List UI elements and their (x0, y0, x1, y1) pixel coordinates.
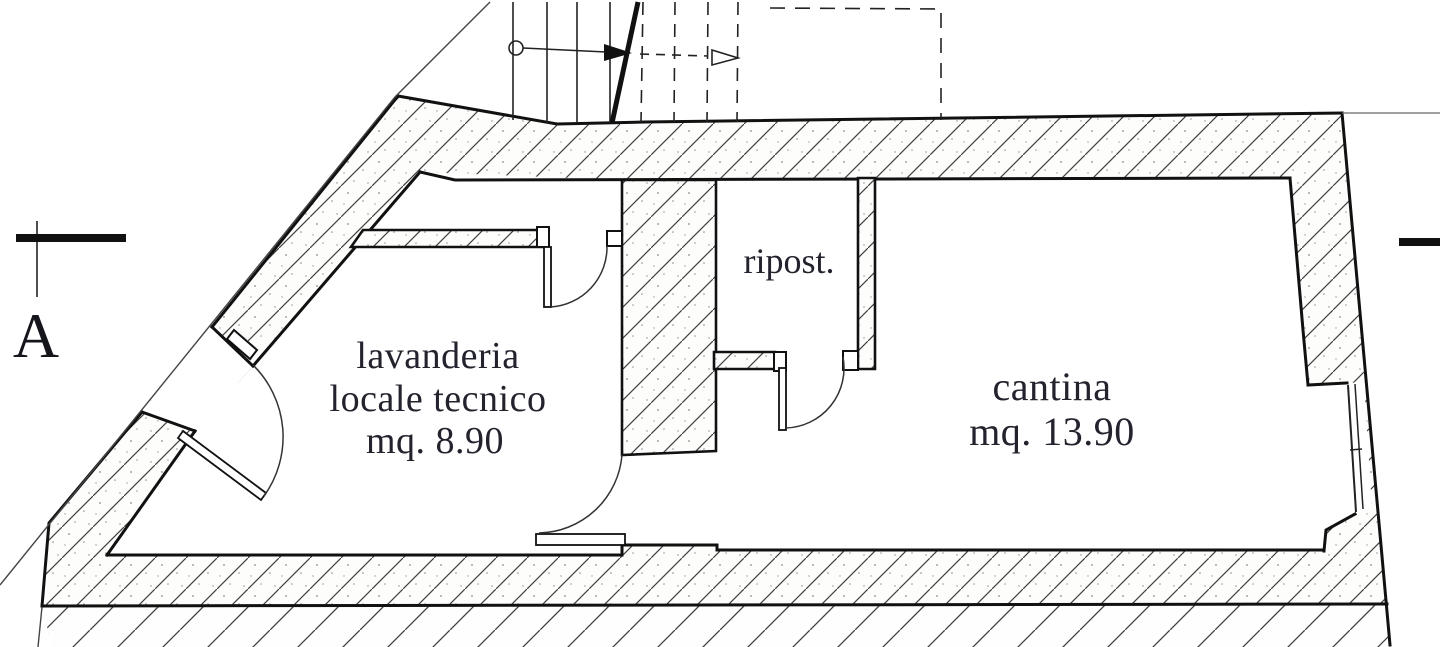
arrow-head-filled (604, 44, 632, 61)
window-pane-line (1347, 384, 1357, 513)
door-swing-arc (252, 364, 284, 497)
label-lavanderia-name: lavanderia (356, 335, 519, 377)
window-right-wall (1347, 383, 1364, 513)
door-leaf (778, 367, 787, 431)
door-tunnel-gap (619, 452, 718, 545)
door-ripostiglio (778, 356, 845, 431)
frame-diagonal-door (225, 328, 259, 361)
door-leaf (543, 246, 552, 308)
door-gap-diagonal-wall (142, 327, 253, 431)
room-ripostiglio-floor (716, 180, 858, 369)
label-ripostiglio-name: ripost. (743, 241, 834, 281)
wall-ripost-right (856, 176, 877, 371)
window-pane-line (1354, 383, 1364, 510)
stair-direction-arrow (508, 40, 741, 67)
door-lavanderia-top (543, 245, 608, 308)
inner-north-edge (418, 170, 1292, 182)
section-tick-bar (16, 234, 126, 242)
door-swing-arc (550, 245, 608, 308)
window-niche-bottom (1322, 511, 1358, 553)
stair-treads-solid (512, 2, 611, 123)
inner-left-diagonal-lower (104, 428, 198, 558)
wall-outlines (40, 93, 1392, 647)
wall-lavanderia-top (348, 228, 545, 249)
floor-line (105, 543, 1326, 557)
outer-bottom-edge (40, 602, 1389, 608)
label-cantina-area: mq. 13.90 (969, 409, 1135, 454)
door-swing-arc (538, 454, 623, 534)
window-mid-tick (1349, 448, 1363, 451)
ground-band (42, 604, 1390, 647)
section-marker-right (1399, 238, 1440, 246)
outer-left-diagonal-upper (209, 93, 401, 330)
inner-left-diagonal-upper (250, 169, 423, 369)
door-diagonal-entrance (176, 364, 284, 502)
arrow-head-open (711, 48, 741, 67)
arrow-shaft-dashed (639, 53, 709, 57)
frame-ripost-right (842, 350, 859, 371)
stair-treads-dashed (640, 1, 739, 123)
section-marker-left: A (13, 221, 126, 371)
section-tick-bar (1399, 238, 1440, 246)
stair-cut-line (609, 1, 641, 124)
room-lavanderia-floor (107, 172, 622, 555)
door-lavanderia-bottom (535, 454, 626, 546)
room-cantina-floor (717, 178, 1355, 551)
door-jamb-lower (140, 410, 197, 433)
doors (176, 245, 845, 546)
frame-lavanderia-top-left (536, 226, 550, 248)
door-swing-arc (785, 356, 845, 429)
label-cantina-name: cantina (993, 364, 1112, 409)
door-frames (225, 226, 859, 372)
outer-top-edge (396, 94, 1344, 126)
outer-left-diagonal-lower (40, 409, 145, 608)
site-boundary-line-bottom (37, 606, 43, 647)
cantina-right-inner-edge (1288, 176, 1349, 387)
wall-central-column (620, 178, 718, 457)
site-boundary-line (0, 1, 491, 586)
outer-right-edge (1340, 111, 1392, 647)
stair-hidden-outline (769, 7, 942, 120)
arrow-shaft-solid (522, 47, 607, 53)
label-lavanderia-area: mq. 8.90 (366, 420, 504, 462)
room-interiors (107, 172, 1372, 555)
arrow-start-circle (508, 40, 524, 56)
door-jamb-upper (209, 324, 256, 369)
frame-lavanderia-top-right (606, 230, 623, 247)
door-leaf (535, 533, 626, 546)
label-lavanderia-type: locale tecnico (330, 378, 547, 420)
wall-ripost-bottom-stub (712, 350, 777, 371)
section-letter: A (13, 300, 59, 371)
door-leaf (176, 429, 268, 502)
room-labels: lavanderia locale tecnico mq. 8.90 ripos… (330, 241, 1135, 462)
